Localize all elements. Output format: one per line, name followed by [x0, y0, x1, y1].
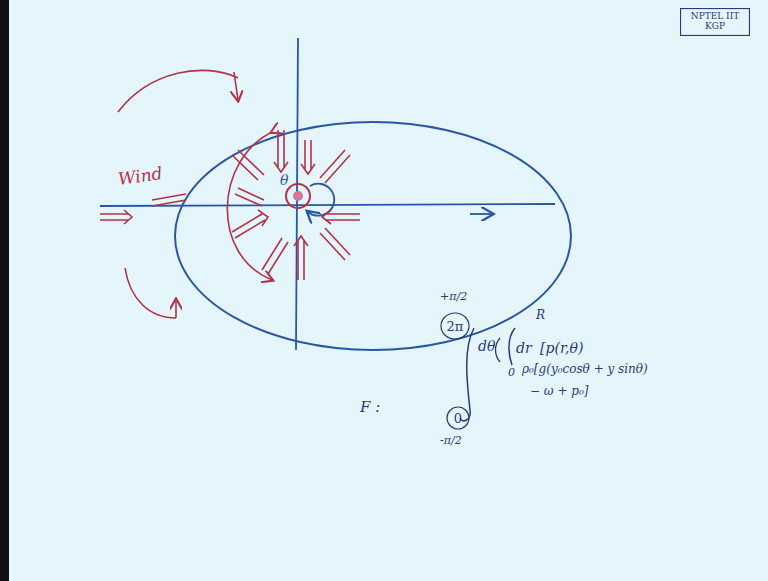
limit-circle: 2π: [440, 312, 470, 340]
handwritten-label: +π/2: [440, 290, 467, 303]
axis-arrow: [470, 213, 492, 215]
node-text: 2π: [447, 319, 464, 334]
handwritten-label: dr: [516, 340, 532, 356]
center-circle: [286, 184, 310, 208]
node-text: 0: [454, 411, 462, 426]
frame-bar: [0, 0, 9, 581]
flow-arrow: [234, 72, 238, 100]
integral-sign: [509, 328, 515, 365]
flow-arrow: [125, 268, 176, 318]
pressure-arrows: [100, 130, 360, 280]
limit-circle: 0: [446, 406, 470, 430]
flow-arrow: [118, 70, 238, 112]
handwritten-label: R: [536, 308, 545, 322]
handwritten-label: Wind: [117, 163, 164, 189]
wind-underline: [152, 194, 186, 206]
boundary-circle: [175, 122, 571, 350]
center-dot: [293, 191, 303, 201]
flow-arrow: [175, 300, 177, 318]
integral-sign: [460, 328, 474, 421]
handwritten-label: dθ: [478, 338, 495, 354]
handwritten-label: 0: [508, 366, 515, 379]
stamp-box: NPTEL IIT KGP: [680, 8, 750, 36]
handwritten-label: − ω + p₀]: [530, 384, 589, 398]
node-text: NPTEL IIT KGP: [683, 12, 747, 32]
bracket: [496, 338, 501, 362]
x-axis: [100, 204, 555, 206]
handwritten-label: ρ₀[g(y₀cosθ + y sinθ): [522, 362, 648, 376]
handwritten-label: F :: [360, 398, 380, 416]
integration-arc: [227, 132, 272, 280]
handwritten-label: -π/2: [440, 434, 462, 447]
handwritten-label: θ: [280, 172, 288, 188]
handwritten-label: [p(r,θ): [540, 340, 583, 356]
